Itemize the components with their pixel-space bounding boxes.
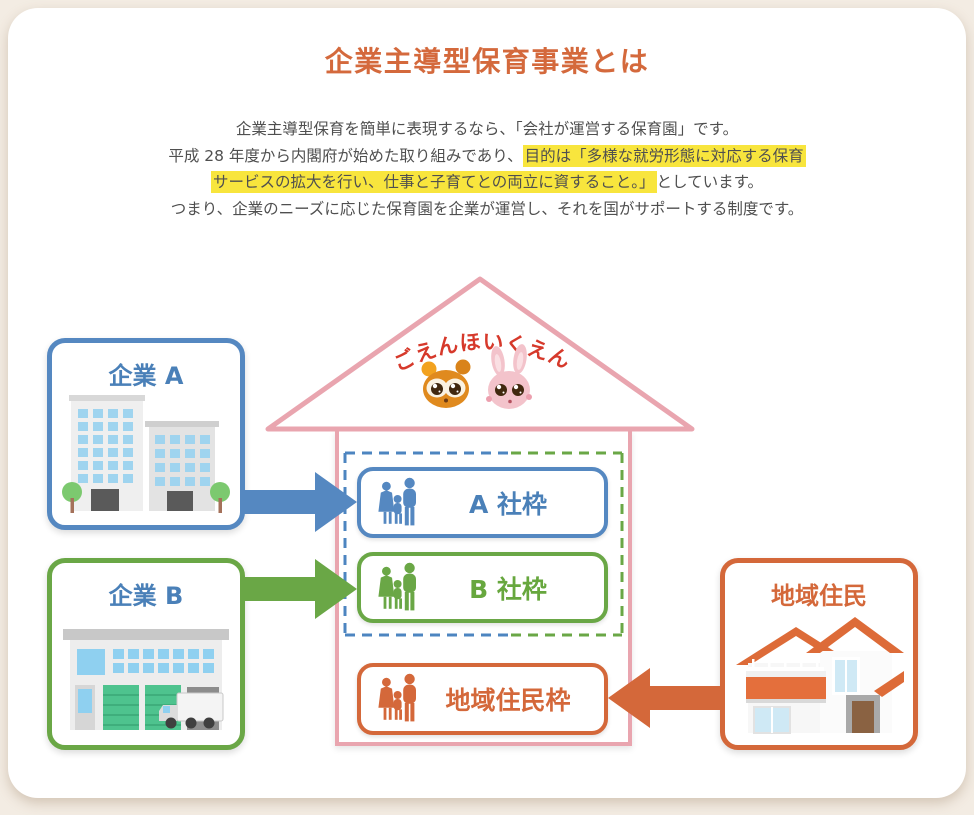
slot-residents: 地域住民枠 [357, 663, 608, 735]
green-right-arrow-icon [243, 559, 357, 619]
company-a-card: 企業 A [47, 338, 245, 530]
company-slots-dashed-frame [343, 451, 624, 637]
family-silhouette-icon [378, 477, 416, 525]
blue-right-arrow-icon [243, 472, 357, 532]
slot-company-b: B 社枠 [357, 552, 608, 623]
slot-residents-label: 地域住民枠 [445, 686, 571, 715]
house-icon [736, 617, 904, 734]
nursery-house-roof: ごえんほいくえん [265, 276, 695, 432]
page-title: 企業主導型保育事業とは [324, 45, 650, 78]
highlight-text: 目的は「多様な就労形態に対応する保育 [522, 144, 806, 167]
rabbit-face-icon [486, 344, 532, 409]
intro-line-2: 平成 28 年度から内閣府が始めた取り組みであり、目的は「多様な就労形態に対応す… [168, 144, 806, 167]
tanuki-face-icon [421, 359, 471, 408]
family-silhouette-icon [378, 562, 416, 610]
intro-line-4: つまり、企業のニーズに応じた保育園を企業が運営し、それを国がサポートする制度です… [170, 199, 804, 218]
family-silhouette-icon [378, 673, 416, 722]
office-building-icon [62, 395, 230, 513]
slot-company-a: A 社枠 [357, 467, 608, 538]
intro-line-1: 企業主導型保育を簡単に表現するなら、「会社が運営する保育園」です。 [235, 120, 739, 138]
intro-paragraph: 企業主導型保育を簡単に表現するなら、「会社が運営する保育園」です。 平成 28 … [0, 116, 974, 222]
slot-b-label: B 社枠 [469, 574, 547, 604]
residents-card: 地域住民 [720, 558, 918, 750]
highlight-text: サービスの拡大を行い、仕事と子育てとの両立に資すること。」 [210, 171, 657, 193]
company-a-label: 企業 A [108, 362, 184, 390]
intro-line-3: サービスの拡大を行い、仕事と子育てとの両立に資すること。」としています。 [210, 171, 764, 193]
orange-left-arrow-icon [608, 668, 722, 728]
company-b-label: 企業 B [108, 582, 184, 610]
company-b-card: 企業 B [47, 558, 245, 750]
slot-a-label: A 社枠 [468, 489, 548, 519]
warehouse-truck-icon [63, 629, 229, 730]
residents-label: 地域住民 [771, 582, 867, 610]
